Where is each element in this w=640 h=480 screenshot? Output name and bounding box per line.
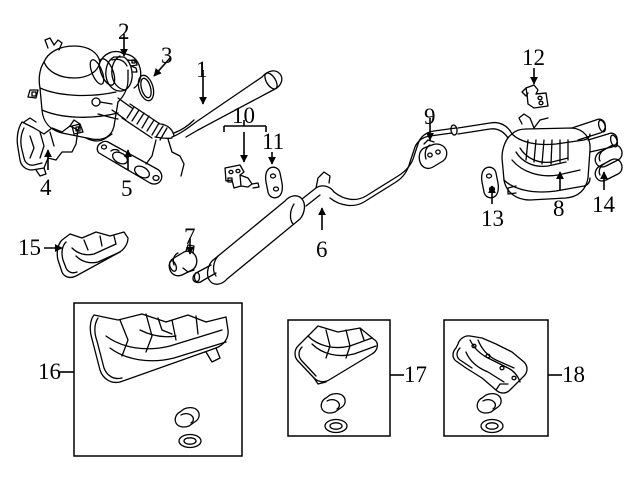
callout-bracket-10 [223,120,267,132]
callout-label-15[interactable]: 15 [18,235,41,260]
intermediate-pipe [329,124,458,207]
callout-label-17[interactable]: 17 [404,362,427,387]
converter-outlet-pipe [85,97,119,142]
exhaust-gasket-ring [137,74,155,102]
callout-label-1[interactable]: 1 [196,57,208,82]
rubber-mount-isolator [264,166,284,199]
heat-shield-small [56,231,129,279]
floor-heat-shield-center [294,325,379,434]
floor-heat-shield-rear [452,335,528,434]
box-18 [443,319,549,437]
rear-inlet-pipe [457,121,513,139]
rear-muffler [501,113,619,201]
catalytic-converter-assembly [27,37,142,141]
callout-label-11[interactable]: 11 [262,129,285,154]
floor-heat-shield-front [89,313,229,449]
hanger-bracket [224,164,260,189]
center-resonator-muffler [192,171,335,285]
box-16 [73,302,243,457]
tailpipe-tip [594,144,623,182]
callout-label-18[interactable]: 18 [562,362,585,387]
exhaust-clamp [105,55,138,92]
callout-label-12[interactable]: 12 [522,45,545,70]
callout-label-6[interactable]: 6 [316,237,328,262]
callout-label-2[interactable]: 2 [118,19,130,44]
callout-label-10[interactable]: 10 [232,103,255,128]
exhaust-hanger-clamp [418,139,448,169]
callout-label-14[interactable]: 14 [592,192,615,217]
heat-shield-bracket [16,117,81,177]
callout-label-7[interactable]: 7 [184,224,196,249]
callout-label-9[interactable]: 9 [424,104,436,129]
callout-label-16[interactable]: 16 [38,359,61,384]
box-17 [287,319,391,437]
callout-label-13[interactable]: 13 [481,206,504,231]
callout-label-3[interactable]: 3 [161,43,173,68]
front-exhaust-pipe [111,70,283,177]
box-leaders [60,371,562,376]
leader-3 [153,57,171,77]
exhaust-hanger-insulator [168,244,198,277]
muffler-mount-isolator [480,166,500,199]
muffler-hanger-bracket [521,84,549,109]
callout-label-8[interactable]: 8 [553,196,565,221]
callout-leaders [44,34,608,255]
callout-label-4[interactable]: 4 [40,175,52,200]
exhaust-manifold-gasket [96,140,163,185]
callout-label-5[interactable]: 5 [121,176,133,201]
